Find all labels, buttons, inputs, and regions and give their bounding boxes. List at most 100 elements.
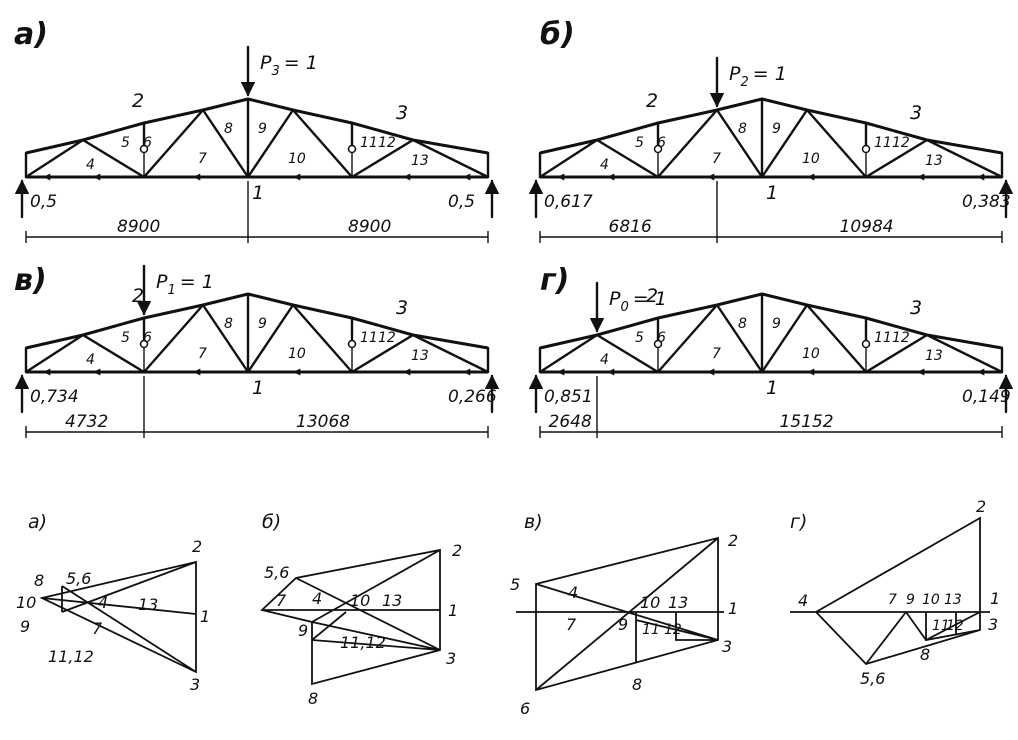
- member-label: 6: [143, 330, 152, 346]
- dimension-left: 2648: [549, 412, 592, 432]
- member-label: 12: [892, 330, 910, 346]
- diagram-label: 3: [190, 675, 200, 694]
- diagonal-member: [291, 108, 354, 179]
- member-label: 9: [258, 316, 267, 332]
- diagram-label: 4: [98, 593, 108, 612]
- node-label: 2: [646, 285, 658, 307]
- hinge-node: [347, 144, 357, 154]
- node-label: 2: [132, 285, 144, 307]
- member-label: 12: [378, 330, 396, 346]
- force-polygon: [516, 536, 724, 692]
- member-label: 5: [635, 330, 644, 346]
- member-label: 13: [411, 348, 429, 364]
- diagonal-member: [142, 108, 205, 179]
- diagram-label: 10: [16, 593, 36, 612]
- member-label: 6: [143, 135, 152, 151]
- diagonal-member: [81, 138, 146, 179]
- diagram-label: 1: [448, 601, 458, 620]
- diagram-header: г): [790, 511, 807, 533]
- diagram-label: 1: [990, 589, 1000, 608]
- dimension-left: 4732: [65, 412, 108, 432]
- diagram-label: 12: [664, 622, 682, 638]
- reaction-label-left: 0,617: [544, 192, 593, 212]
- member-label: 7: [198, 346, 207, 362]
- diagram-header: б): [262, 511, 281, 533]
- diagram-label: 1: [200, 607, 210, 626]
- node-label: 3: [910, 297, 922, 319]
- diagram-label: 2: [192, 537, 202, 556]
- diagram-label: 8: [920, 645, 930, 664]
- panel-header: а): [14, 17, 48, 52]
- member-label: 7: [712, 151, 721, 167]
- diagram-label: 8: [632, 675, 642, 694]
- diagonal-member: [538, 138, 599, 179]
- diagram-label: 5,6: [860, 669, 885, 688]
- diagram-label: 11: [642, 622, 660, 638]
- member-label: 9: [772, 316, 781, 332]
- diagram-label: 13: [668, 593, 688, 612]
- load-label: P3= 1: [260, 52, 318, 79]
- diagram-label: 9: [618, 615, 628, 634]
- diagram-label: 7: [888, 592, 897, 608]
- hinge-node: [861, 144, 871, 154]
- member-label: 8: [224, 121, 233, 137]
- diagonal-member: [350, 138, 415, 179]
- diagonal-member: [246, 303, 295, 374]
- diagram-label: 9: [20, 617, 30, 636]
- diagonal-member: [805, 108, 868, 179]
- reaction-label-right: 0,266: [448, 387, 497, 407]
- member-label: 13: [925, 348, 943, 364]
- top-chord: [25, 292, 489, 350]
- force-diagram-b: б) 5,6 7 4 10 13 9 11,12 2 1 3 8: [260, 511, 462, 708]
- diagram-label: 11: [932, 618, 950, 634]
- node-label: 3: [910, 102, 922, 124]
- force-diagram-v: в) 5 4 7 9 10 13 11 12 2 1 3 8 6: [510, 511, 738, 718]
- member-label: 11: [360, 330, 378, 346]
- diagram-label: 7: [276, 591, 287, 610]
- diagram-label: 11,12: [48, 647, 94, 666]
- member-label: 10: [802, 346, 820, 362]
- diagonal-member: [538, 333, 599, 374]
- member-label: 8: [738, 121, 747, 137]
- diagonal-member: [201, 108, 250, 179]
- force-polygon: [260, 548, 441, 686]
- load-label: P1= 1: [156, 271, 214, 298]
- reaction-label-right: 0,5: [448, 192, 475, 212]
- member-label: 6: [657, 135, 666, 151]
- panel-header: в): [14, 263, 47, 298]
- top-chord: [539, 97, 1003, 155]
- diagram-label: 9: [298, 621, 308, 640]
- member-label: 4: [600, 352, 609, 368]
- load-label: P0= 1: [609, 288, 667, 315]
- hinge-node: [653, 339, 663, 349]
- diagonal-member: [201, 303, 250, 374]
- member-label: 6: [657, 330, 666, 346]
- force-polygon: [39, 560, 197, 674]
- diagonal-member: [595, 333, 660, 374]
- diagonal-member: [595, 138, 660, 179]
- diagram-label: 5,6: [66, 569, 91, 588]
- diagonal-member: [291, 303, 354, 374]
- diagram-label: 4: [312, 589, 322, 608]
- member-label: 11: [874, 330, 892, 346]
- diagram-label: 10: [922, 592, 940, 608]
- diagonal-member: [760, 303, 809, 374]
- member-label: 8: [738, 316, 747, 332]
- diagonal-member: [246, 108, 295, 179]
- member-label: 4: [86, 352, 95, 368]
- node-label: 1: [252, 182, 264, 204]
- panel-header: г): [540, 263, 569, 298]
- member-label: 8: [224, 316, 233, 332]
- diagonal-member: [142, 303, 205, 374]
- diagonal-member: [24, 333, 85, 374]
- dimension-right: 10984: [840, 217, 894, 237]
- panel-header: б): [540, 17, 575, 52]
- reaction-label-right: 0,149: [962, 387, 1011, 407]
- member-label: 10: [288, 151, 306, 167]
- diagram-label: 7: [566, 615, 577, 634]
- force-diagram-a: а) 8 10 9 5,6 4 7 13 11,12 2 1 3: [16, 511, 210, 694]
- member-label: 12: [892, 135, 910, 151]
